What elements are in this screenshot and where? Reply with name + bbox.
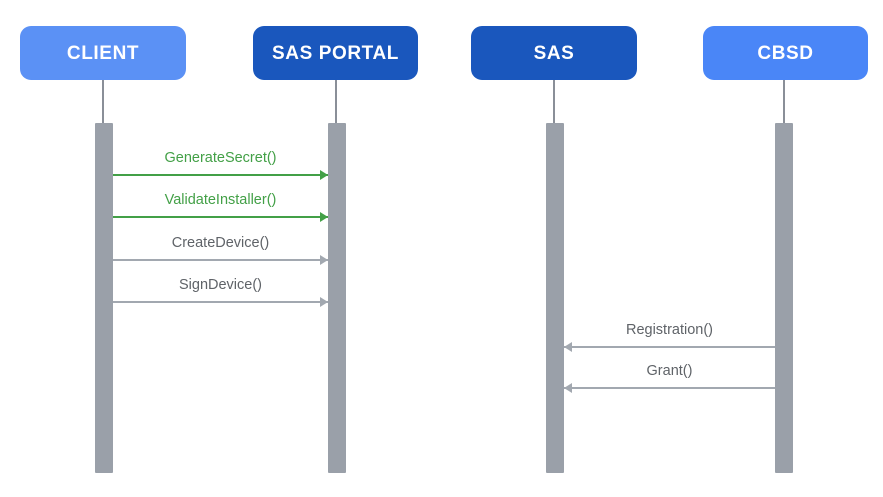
arrowhead-left-icon	[564, 383, 572, 393]
participant-box-sas-portal[interactable]: SAS PORTAL	[253, 26, 418, 80]
activation-bar-client	[95, 123, 113, 473]
message-line	[113, 216, 328, 218]
participant-label-sas-portal: SAS PORTAL	[271, 42, 400, 64]
message-line	[113, 174, 328, 176]
lifeline-sas	[553, 80, 555, 123]
lifeline-cbsd	[783, 80, 785, 123]
arrowhead-right-icon	[320, 255, 328, 265]
activation-bar-cbsd	[775, 123, 793, 473]
message-label: Registration()	[625, 322, 714, 339]
message-label: Grant()	[646, 363, 693, 380]
message-label: SignDevice()	[179, 277, 262, 294]
lifeline-sas-portal	[335, 80, 337, 123]
arrowhead-right-icon	[320, 212, 328, 222]
lifeline-client	[102, 80, 104, 123]
arrowhead-right-icon	[320, 297, 328, 307]
activation-bar-sas	[546, 123, 564, 473]
message-label: GenerateSecret()	[164, 150, 277, 167]
activation-bar-sas-portal	[328, 123, 346, 473]
message-line	[564, 387, 775, 389]
arrowhead-left-icon	[564, 342, 572, 352]
participant-label-client: CLIENT	[66, 42, 140, 64]
participant-box-sas[interactable]: SAS	[471, 26, 637, 80]
message-label: ValidateInstaller()	[164, 192, 277, 209]
message-line	[564, 346, 775, 348]
participant-label-sas: SAS	[533, 42, 575, 64]
participant-box-cbsd[interactable]: CBSD	[703, 26, 868, 80]
participant-box-client[interactable]: CLIENT	[20, 26, 186, 80]
message-line	[113, 259, 328, 261]
participant-label-cbsd: CBSD	[757, 42, 814, 64]
message-line	[113, 301, 328, 303]
message-label: CreateDevice()	[171, 235, 270, 252]
arrowhead-right-icon	[320, 170, 328, 180]
